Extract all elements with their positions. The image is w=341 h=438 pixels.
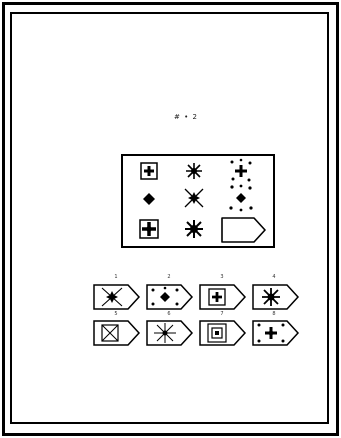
option-4-label: 4 [269, 274, 279, 280]
option-7-label: 7 [217, 311, 227, 317]
question-number: # • 2 [166, 113, 206, 121]
option-6-label: 6 [164, 311, 174, 317]
option-8-label: 8 [269, 311, 279, 317]
matrix-cell-dots-diamond-icon [228, 184, 254, 212]
option-4-starburst-icon[interactable] [251, 282, 301, 312]
matrix-cell-plus-dots-icon [228, 158, 254, 184]
option-7-nested-squares-icon[interactable] [198, 318, 248, 348]
matrix-cell-starburst-small-icon [183, 160, 205, 182]
option-8-plus-dots-icon[interactable] [251, 318, 301, 348]
matrix-cell-diamond-dot-icon [140, 190, 158, 208]
option-1-x-starburst-icon[interactable] [92, 282, 142, 312]
matrix-cell-starburst-solid-icon [182, 217, 206, 241]
option-5-square-x-icon[interactable] [92, 318, 142, 348]
matrix-cell-square-solid-plus-icon [137, 217, 161, 241]
matrix-cell-blank-answer-icon [220, 215, 268, 245]
matrix-cell-square-plus-icon [138, 160, 160, 182]
option-2-dots-diamond-icon[interactable] [145, 282, 195, 312]
option-2-label: 2 [164, 274, 174, 280]
option-5-label: 5 [111, 311, 121, 317]
option-6-thin-starburst-icon[interactable] [145, 318, 195, 348]
option-3-square-plus-icon[interactable] [198, 282, 248, 312]
option-1-label: 1 [111, 274, 121, 280]
matrix-cell-x-starburst-icon [182, 186, 206, 210]
option-3-label: 3 [217, 274, 227, 280]
